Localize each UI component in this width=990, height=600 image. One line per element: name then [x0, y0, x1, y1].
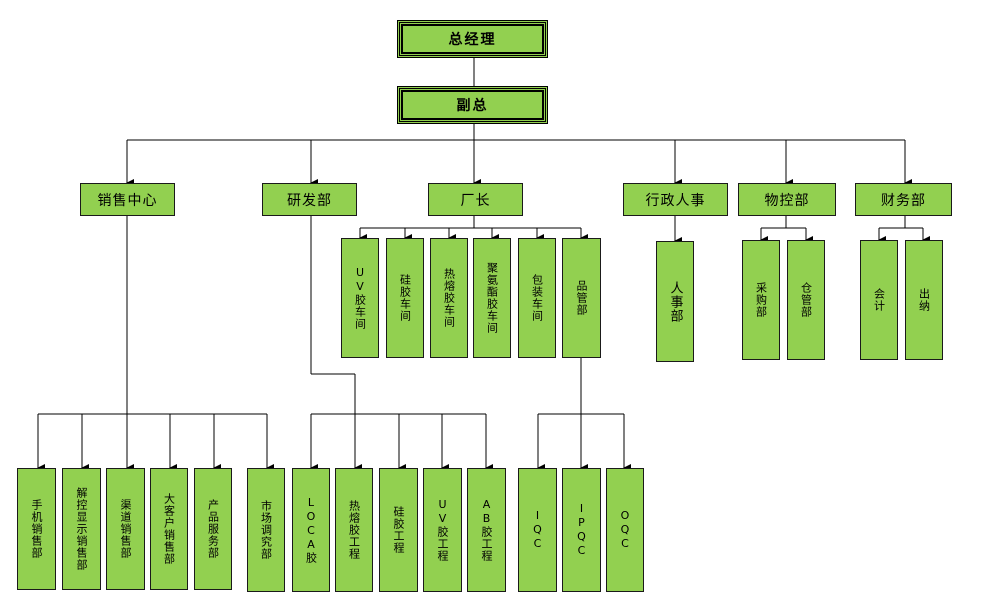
factory-unit: 聚氨酯胶车间 [473, 238, 511, 358]
sales-unit: 解控显示销售部 [62, 468, 101, 590]
finance-dept-box: 财务部 [855, 183, 952, 216]
factory-unit: 包装车间 [518, 238, 556, 358]
finance-unit: 会计 [860, 240, 898, 360]
sales-unit: 市场调究部 [247, 468, 285, 592]
general-manager-box: 总经理 [397, 20, 548, 58]
finance-unit: 出纳 [905, 240, 943, 360]
sales-unit: 渠道销售部 [106, 468, 145, 590]
factory-director-box: 厂长 [428, 183, 523, 216]
factory-unit: 硅胶车间 [386, 238, 424, 358]
material-unit: 采购部 [742, 240, 780, 360]
sales-unit: 手机销售部 [17, 468, 56, 590]
admin-hr-box: 行政人事 [623, 183, 728, 216]
rd-unit: AB胶工程 [467, 468, 506, 592]
factory-unit: UV胶车间 [341, 238, 379, 358]
qc-unit: OQC [606, 468, 644, 592]
rd-dept-box: 研发部 [262, 183, 357, 216]
qc-unit: IPQC [562, 468, 601, 592]
rd-unit: 热熔胶工程 [335, 468, 373, 592]
sales-unit: 产品服务部 [194, 468, 232, 590]
sales-unit: 大客户销售部 [150, 468, 188, 590]
material-unit: 仓管部 [787, 240, 825, 360]
vice-president-box: 副总 [397, 86, 548, 124]
rd-unit: 硅胶工程 [379, 468, 418, 592]
sales-center-box: 销售中心 [80, 183, 175, 216]
quality-dept-box: 品管部 [562, 238, 601, 358]
material-control-box: 物控部 [738, 183, 836, 216]
hr-unit: 人事部 [656, 241, 694, 362]
rd-unit: UV胶工程 [423, 468, 462, 592]
qc-unit: IQC [518, 468, 557, 592]
rd-unit: LOCA胶 [292, 468, 330, 592]
factory-unit: 热熔胶车间 [430, 238, 468, 358]
